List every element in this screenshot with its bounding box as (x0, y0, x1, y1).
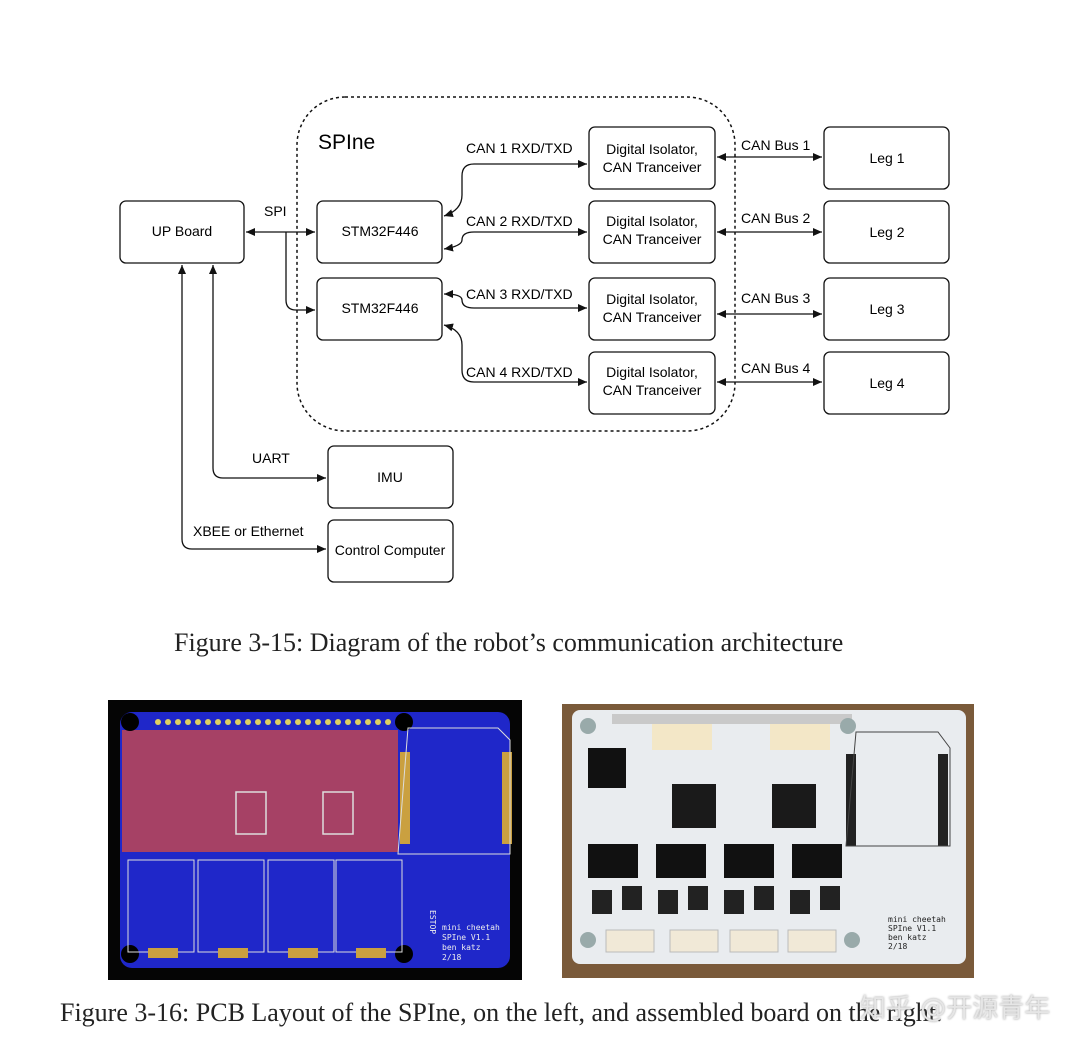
can-bus-label-2: CAN Bus 2 (741, 210, 810, 226)
pcb-silkscreen-line-2: SPIne V1.1 (442, 933, 490, 942)
isolator-label-2b: CAN Tranceiver (603, 231, 702, 247)
isolator-label-4a: Digital Isolator, (606, 364, 698, 380)
leg-label-2: Leg 2 (869, 224, 904, 240)
stm32-label-1: STM32F446 (341, 223, 418, 239)
leg-label-1: Leg 1 (869, 150, 904, 166)
connection-lines (178, 153, 822, 553)
isolator-box-2: Digital Isolator, CAN Tranceiver (588, 200, 716, 264)
isolator-label-1a: Digital Isolator, (606, 141, 698, 157)
can-rxtx-label-1: CAN 1 RXD/TXD (466, 140, 573, 156)
pcb-silkscreen-line-1: mini cheetah (442, 923, 500, 932)
can-rxtx-label-3: CAN 3 RXD/TXD (466, 286, 573, 302)
isolator-label-4b: CAN Tranceiver (603, 382, 702, 398)
leg-box-1: Leg 1 (823, 126, 950, 190)
up-board-label: UP Board (152, 223, 212, 239)
xbee-label: XBEE or Ethernet (193, 523, 304, 539)
up-board-box: UP Board (119, 200, 245, 264)
pcb-layout-image: mini cheetah SPIne V1.1 ben katz 2/18 ES… (108, 700, 522, 980)
spine-group-title: SPIne (318, 131, 375, 154)
pcb-silkscreen-line-4: 2/18 (442, 953, 461, 962)
figure-3-15-caption: Figure 3-15: Diagram of the robot’s comm… (174, 628, 844, 657)
leg-label-3: Leg 3 (869, 301, 904, 317)
can-link-2 (443, 228, 587, 252)
uart-link (209, 265, 326, 482)
imu-label: IMU (377, 469, 403, 485)
can-link-3 (443, 290, 587, 312)
spine-group-border (296, 96, 736, 432)
can-bus-label-3: CAN Bus 3 (741, 290, 810, 306)
can-link-4 (443, 323, 587, 386)
watermark: 知乎 @开源青年 (860, 994, 1051, 1024)
control-computer-label: Control Computer (335, 542, 446, 558)
pcb-estop-label: ESTOP (428, 910, 437, 934)
spi-label: SPI (264, 203, 287, 219)
stm32-label-2: STM32F446 (341, 300, 418, 316)
leg-box-3: Leg 3 (823, 277, 950, 341)
pcb-silkscreen-line-3: ben katz (442, 943, 481, 952)
xbee-link (178, 265, 326, 553)
stm32-box-1: STM32F446 (316, 200, 443, 264)
uart-label: UART (252, 450, 290, 466)
board-silkscreen-line-1: mini cheetah (888, 915, 946, 924)
stm32-box-2: STM32F446 (316, 277, 443, 341)
isolator-label-2a: Digital Isolator, (606, 213, 698, 229)
isolator-label-3b: CAN Tranceiver (603, 309, 702, 325)
can-rxtx-label-4: CAN 4 RXD/TXD (466, 364, 573, 380)
isolator-label-3a: Digital Isolator, (606, 291, 698, 307)
isolator-box-3: Digital Isolator, CAN Tranceiver (588, 277, 716, 341)
can-link-1 (443, 160, 587, 217)
isolator-box-4: Digital Isolator, CAN Tranceiver (588, 351, 716, 415)
leg-label-4: Leg 4 (869, 375, 904, 391)
leg-box-2: Leg 2 (823, 200, 950, 264)
figure-3-16-caption: Figure 3-16: PCB Layout of the SPIne, on… (60, 998, 943, 1027)
control-computer-box: Control Computer (327, 519, 454, 583)
can-bus-label-4: CAN Bus 4 (741, 360, 810, 376)
communication-architecture-diagram: SPIne UP Board STM32F446 STM32F446 Digit… (119, 96, 950, 583)
can-rxtx-label-2: CAN 2 RXD/TXD (466, 213, 573, 229)
spi-link-2 (285, 232, 315, 314)
board-silkscreen-line-4: 2/18 (888, 942, 907, 951)
assembled-board-image: mini cheetah SPIne V1.1 ben katz 2/18 (562, 704, 974, 978)
board-silkscreen-line-3: ben katz (888, 933, 927, 942)
isolator-box-1: Digital Isolator, CAN Tranceiver (588, 126, 716, 190)
imu-box: IMU (327, 445, 454, 509)
board-silkscreen-line-2: SPIne V1.1 (888, 924, 936, 933)
isolator-label-1b: CAN Tranceiver (603, 159, 702, 175)
leg-box-4: Leg 4 (823, 351, 950, 415)
can-bus-label-1: CAN Bus 1 (741, 137, 810, 153)
